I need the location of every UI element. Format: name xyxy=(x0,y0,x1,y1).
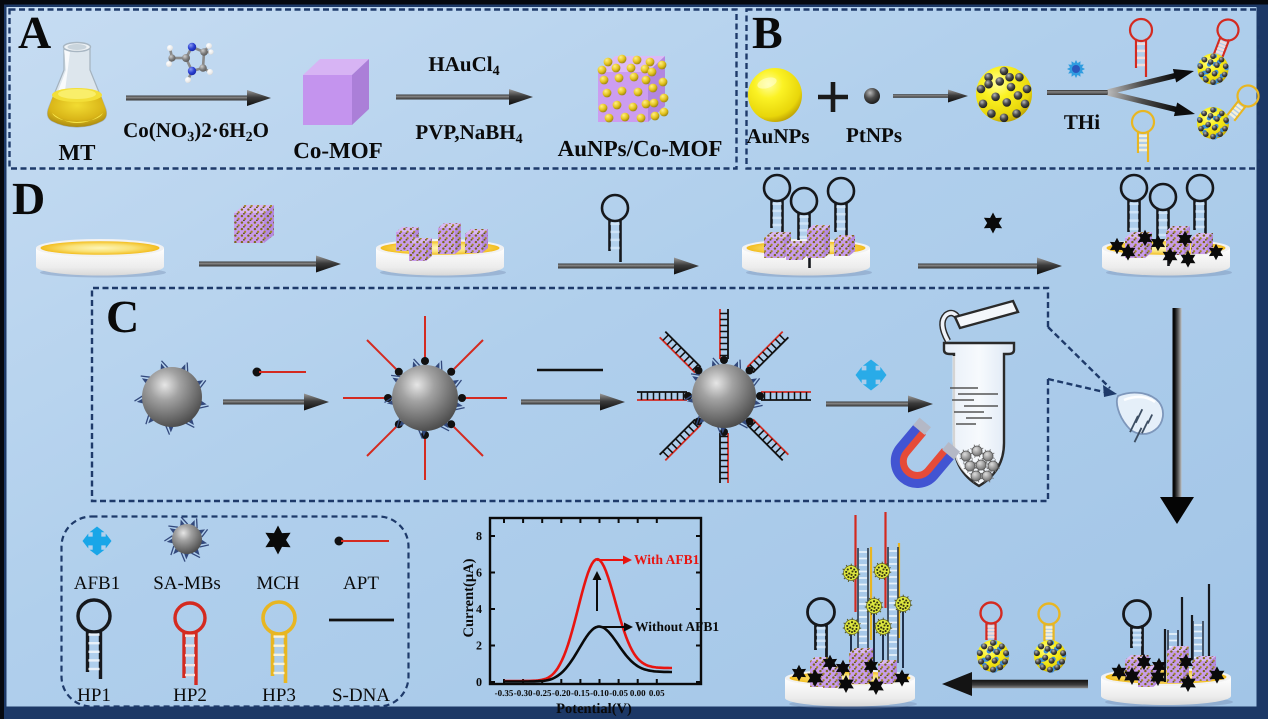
svg-text:2: 2 xyxy=(476,639,482,653)
svg-text:HP3: HP3 xyxy=(262,685,296,706)
svg-text:0: 0 xyxy=(476,675,482,689)
svg-text:8: 8 xyxy=(476,529,482,543)
svg-text:0.05: 0.05 xyxy=(649,688,665,698)
svg-text:0.00: 0.00 xyxy=(630,688,646,698)
svg-text:A: A xyxy=(18,7,51,58)
svg-text:C: C xyxy=(106,291,139,342)
svg-text:S-DNA: S-DNA xyxy=(332,685,390,706)
svg-text:-0.10: -0.10 xyxy=(590,688,609,698)
svg-text:AuNPs: AuNPs xyxy=(746,124,809,148)
svg-text:Current(µA): Current(µA) xyxy=(461,558,477,637)
svg-text:-0.30: -0.30 xyxy=(514,688,533,698)
svg-text:MT: MT xyxy=(58,140,95,165)
svg-text:Potential(V): Potential(V) xyxy=(556,701,632,717)
svg-text:B: B xyxy=(752,7,783,58)
svg-text:-0.05: -0.05 xyxy=(609,688,628,698)
svg-text:Without AFB1: Without AFB1 xyxy=(635,619,719,634)
svg-text:HP2: HP2 xyxy=(173,685,207,706)
svg-text:D: D xyxy=(12,173,45,224)
svg-text:HAuCl4: HAuCl4 xyxy=(428,52,499,79)
svg-text:AuNPs/Co-MOF: AuNPs/Co-MOF xyxy=(558,136,723,161)
svg-text:-0.25: -0.25 xyxy=(533,688,552,698)
svg-text:HP1: HP1 xyxy=(77,685,111,706)
svg-text:-0.20: -0.20 xyxy=(552,688,571,698)
svg-text:THi: THi xyxy=(1064,110,1100,134)
svg-text:MCH: MCH xyxy=(256,573,300,594)
svg-text:-0.35: -0.35 xyxy=(495,688,514,698)
svg-text:6: 6 xyxy=(476,566,482,580)
svg-text:PVP,NaBH4: PVP,NaBH4 xyxy=(415,120,522,147)
svg-text:AFB1: AFB1 xyxy=(74,573,120,594)
svg-text:APT: APT xyxy=(343,573,379,594)
svg-text:PtNPs: PtNPs xyxy=(846,123,902,147)
svg-text:SA-MBs: SA-MBs xyxy=(153,573,221,594)
svg-text:-0.15: -0.15 xyxy=(571,688,590,698)
svg-text:4: 4 xyxy=(476,602,482,616)
svg-text:Co(NO3)2·6H2O: Co(NO3)2·6H2O xyxy=(123,118,269,145)
svg-text:With AFB1: With AFB1 xyxy=(634,552,700,567)
svg-text:Co-MOF: Co-MOF xyxy=(293,138,382,163)
